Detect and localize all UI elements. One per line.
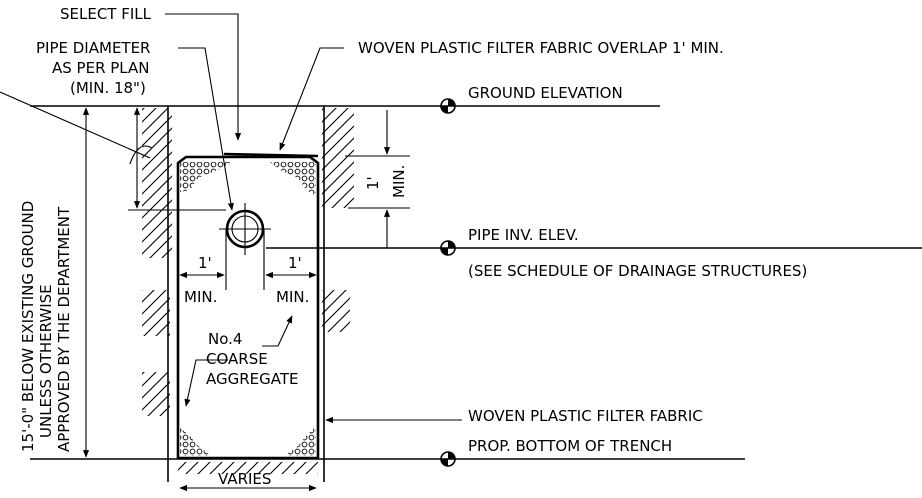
leader-lines [0, 13, 462, 424]
dim-right-min: MIN. [276, 288, 309, 306]
dimension-top [345, 110, 410, 248]
depth-label-3: APPROVED BY THE DEPARTMENT [55, 206, 73, 452]
select-fill-label: SELECT FILL [60, 5, 152, 23]
depth-label-1: 15'-0" BELOW EXISTING GROUND [19, 201, 37, 452]
pipe-diameter-min: (MIN. 18") [70, 79, 146, 97]
trench-walls [167, 106, 325, 482]
gravel-clusters [180, 162, 316, 456]
elevation-symbol-ground [440, 98, 456, 114]
ground-elevation-label: GROUND ELEVATION [468, 84, 623, 102]
aggregate-label-3: AGGREGATE [206, 370, 299, 388]
pipe-diameter-sub: AS PER PLAN [52, 59, 150, 77]
depth-label-2: UNLESS OTHERWISE [37, 284, 55, 438]
dim-left-1ft: 1' [198, 254, 212, 272]
soil-hatching [142, 108, 354, 474]
woven-fabric-label: WOVEN PLASTIC FILTER FABRIC [468, 407, 703, 425]
dimension-sides [179, 229, 317, 290]
dimension-pipe-diameter [128, 107, 226, 211]
woven-overlap-label: WOVEN PLASTIC FILTER FABRIC OVERLAP 1' M… [358, 39, 724, 57]
pipe-diameter-label: PIPE DIAMETER [36, 39, 150, 57]
elevation-symbol-bottom [440, 451, 456, 467]
filter-fabric-wrap [176, 152, 320, 460]
dim-left-min: MIN. [184, 288, 217, 306]
aggregate-label-2: COARSE [206, 350, 268, 368]
see-schedule-label: (SEE SCHEDULE OF DRAINAGE STRUCTURES) [468, 262, 807, 280]
dim-top-1ft: 1' [364, 176, 382, 190]
dim-top-min: MIN. [390, 165, 408, 198]
prop-bottom-label: PROP. BOTTOM OF TRENCH [468, 437, 672, 455]
dim-right-1ft: 1' [288, 254, 302, 272]
aggregate-label-1: No.4 [208, 330, 242, 348]
varies-label: VARIES [218, 470, 271, 488]
pipe-section [219, 203, 271, 255]
elevation-symbol-invert [440, 240, 456, 256]
pipe-inv-elev-label: PIPE INV. ELEV. [468, 226, 579, 244]
